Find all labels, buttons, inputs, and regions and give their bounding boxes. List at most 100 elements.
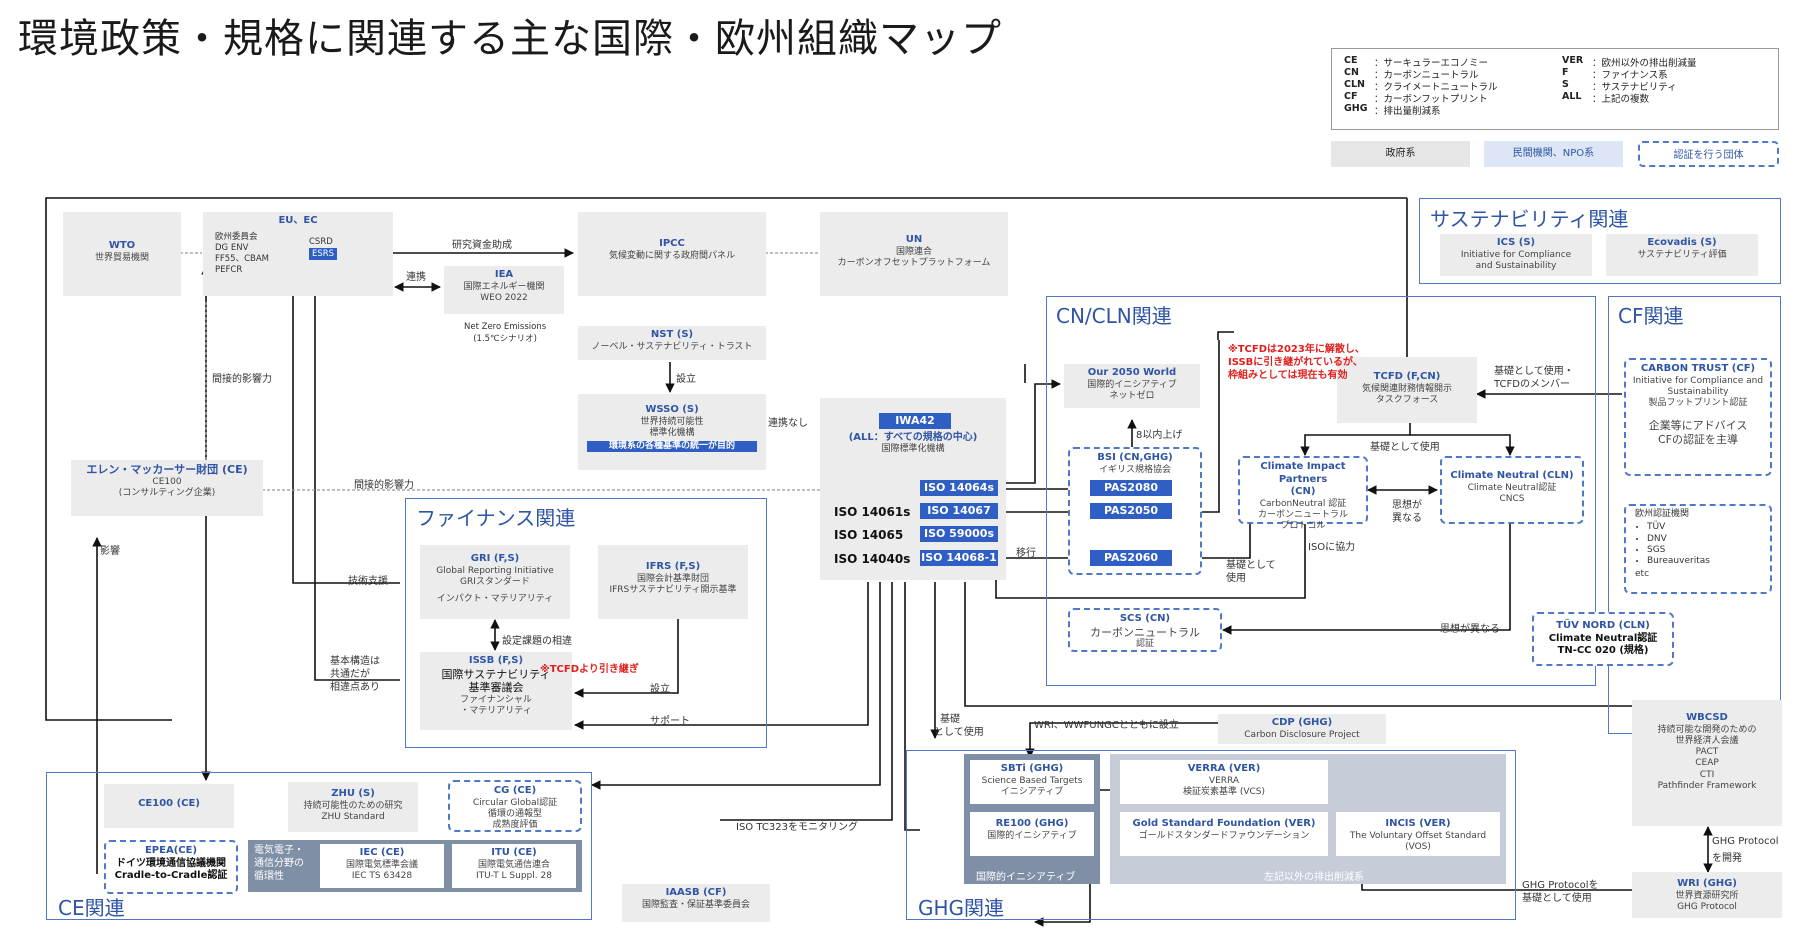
label-indirect1: 間接的影響力 <box>212 374 272 385</box>
node-scs[interactable]: SCS (CN) カーボンニュートラル 認証 <box>1068 608 1222 652</box>
tag-iso14064[interactable]: ISO 14064s <box>920 480 998 496</box>
node-un[interactable]: UN 国際連合 カーボンオフセットプラットフォーム <box>820 212 1008 296</box>
node-tcfd[interactable]: TCFD (F,CN) 気候関連財務情報開示 タスクフォース <box>1337 357 1477 423</box>
node-ce100[interactable]: CE100 (CE) <box>104 784 234 828</box>
label-ghgp3: GHG Protocolを <box>1522 880 1599 891</box>
label-tc323: ISO TC323をモニタリング <box>736 822 858 833</box>
node-carbon-trust[interactable]: CARBON TRUST (CF) Initiative for Complia… <box>1624 358 1772 476</box>
label-wri-wwf: WRI、WWFUNGCとともに設立 <box>1034 720 1179 731</box>
label-shisou3: 思想が異なる <box>1440 624 1500 635</box>
node-circular-global[interactable]: CG (CE) Circular Global認証 循環の通報型 成熟度評価 <box>448 780 582 832</box>
label-red-tcfd3: 枠組みとしては現在も有効 <box>1228 370 1348 381</box>
node-our2050[interactable]: Our 2050 World 国際的イニシアティブ ネットゼロ <box>1064 364 1200 408</box>
tag-iwa42[interactable]: IWA42 <box>879 413 951 429</box>
node-iaasb[interactable]: IAASB (CF) 国際監査・保証基準委員会 <box>622 884 770 922</box>
region-cn-title: CN/CLN関連 <box>1056 304 1172 328</box>
label-red-tcfd1: ※TCFDは2023年に解散し、 <box>1228 344 1365 355</box>
node-ellen-macarthur[interactable]: エレン・マッカーサー財団 (CE) CE100 (コンサルティング企業) <box>71 460 263 516</box>
node-iec[interactable]: IEC (CE) 国際電気標準会議 IEC TS 63428 <box>320 844 444 888</box>
label-support: サポート <box>650 716 690 727</box>
node-nst[interactable]: NST (S) ノーベル・サステナビリティ・トラスト <box>578 326 766 360</box>
node-issb[interactable]: ISSB (F,S) 国際サステナビリティ 基準審議会 ファイナンシャル ・マテ… <box>420 652 572 730</box>
node-gold-standard[interactable]: Gold Standard Foundation (VER) ゴールドスタンダー… <box>1120 812 1328 856</box>
node-cdp[interactable]: CDP (GHG) Carbon Disclosure Project <box>1218 714 1386 744</box>
label-kiso-use2: として使用 <box>934 727 984 738</box>
label-research: 研究資金助成 <box>452 240 512 251</box>
legend-item: ALL：上記の複数 <box>1562 91 1650 105</box>
node-incis[interactable]: INCIS (VER) The Voluntary Offset Standar… <box>1336 812 1500 856</box>
tag-pas2050[interactable]: PAS2050 <box>1090 503 1172 519</box>
tag-iso14068[interactable]: ISO 14068-1 <box>920 550 998 566</box>
tag-pas2080[interactable]: PAS2080 <box>1090 480 1172 496</box>
node-wsso[interactable]: WSSO (S) 世界持続可能性 標準化機構 環境系の各種基準の統一が目的 <box>578 394 766 470</box>
label-setsuritsu1: 設立 <box>676 374 696 385</box>
legend-item: S：サステナビリティ <box>1562 79 1677 93</box>
region-cn <box>1046 296 1596 686</box>
legend-item: CN：カーボンニュートラル <box>1344 67 1479 81</box>
legend-key-private: 民間機関、NPO系 <box>1484 141 1623 167</box>
region-finance <box>405 498 767 748</box>
node-ifrs[interactable]: IFRS (F,S) 国際会計基準財団 IFRSサステナビリティ開示基準 <box>598 545 748 619</box>
node-epea[interactable]: EPEA(CE) ドイツ環境通信協議機関 Cradle-to-Cradle認証 <box>104 840 238 894</box>
node-eu[interactable]: EU、EC 欧州委員会 DG ENV FF55、CBAM PEFCR CSRD … <box>203 212 393 296</box>
label-shisou2: 異なる <box>1392 513 1422 524</box>
tag-iso59000[interactable]: ISO 59000s <box>920 526 998 542</box>
node-ecovadis[interactable]: Ecovadis (S) サステナビリティ評価 <box>1606 234 1758 276</box>
node-ics[interactable]: ICS (S) Initiative for Compliance and Su… <box>1440 234 1592 276</box>
ghg-band-other-label: 左記以外の排出削減系 <box>1264 872 1364 883</box>
label-ghgp1: GHG Protocol <box>1712 836 1779 847</box>
node-cert-list[interactable]: 欧州認証機関 TÜV DNV SGS Bureauveritas etc <box>1624 504 1772 594</box>
label-kiso-use: 基礎 <box>940 714 960 725</box>
label-kihon1: 基本構造は <box>330 656 380 667</box>
node-re100[interactable]: RE100 (GHG) 国際的イニシアティブ <box>970 812 1094 856</box>
label-kihon2: 共通だが <box>330 669 370 680</box>
label-kiso-member2: TCFDのメンバー <box>1494 379 1570 390</box>
label-ghgp4: 基礎として使用 <box>1522 893 1592 904</box>
region-cf-title: CF関連 <box>1618 304 1684 328</box>
region-ce-title: CE関連 <box>58 896 125 920</box>
region-sustainability-title: サステナビリティ関連 <box>1430 207 1629 231</box>
label-kiso-shiyou: 基礎として <box>1226 560 1276 571</box>
region-finance-title: ファイナンス関連 <box>416 506 576 530</box>
tag-iso14067[interactable]: ISO 14067 <box>920 503 998 519</box>
page-title: 環境政策・規格に関連する主な国際・欧州組織マップ <box>18 16 1002 62</box>
node-gri[interactable]: GRI (F,S) Global Reporting Initiative GR… <box>420 545 570 619</box>
tag-pas2060[interactable]: PAS2060 <box>1090 550 1172 566</box>
node-ipcc[interactable]: IPCC 気候変動に関する政府間パネル <box>578 212 766 296</box>
label-iso-kyouryoku: ISOに協力 <box>1308 542 1356 553</box>
label-renkeinashi: 連携なし <box>768 418 808 429</box>
legend-item: GHG：排出量削減系 <box>1344 103 1441 117</box>
node-itu[interactable]: ITU (CE) 国際電気通信連合 ITU-T L Suppl. 28 <box>452 844 576 888</box>
label-eikyou: 影響 <box>100 546 120 557</box>
label-kiso-as-use: 基礎として使用 <box>1370 442 1440 453</box>
legend-item: CLN：クライメートニュートラル <box>1344 79 1498 93</box>
legend-item: VER：欧州以外の排出削減量 <box>1562 55 1697 69</box>
iso14040-label: ISO 14040s <box>834 552 911 566</box>
node-zhu[interactable]: ZHU (S) 持続可能性のための研究 ZHU Standard <box>288 782 418 832</box>
iso14065-label: ISO 14065 <box>834 528 904 542</box>
ghg-band-intl-label: 国際的イニシアティブ <box>976 872 1076 883</box>
node-iea[interactable]: IEA 国際エネルギー機関 WEO 2022 <box>444 266 564 314</box>
region-ghg-title: GHG関連 <box>918 896 1005 920</box>
node-sbti[interactable]: SBTi (GHG) Science Based Targets イニシアティブ <box>970 760 1094 804</box>
region-ghg <box>906 750 1516 920</box>
label-kiso-member1: 基礎として使用・ <box>1494 366 1574 377</box>
legend-item: CE：サーキュラーエコノミー <box>1344 55 1489 69</box>
region-sustainability <box>1419 198 1781 284</box>
node-climate-neutral[interactable]: Climate Neutral (CLN) Climate Neutral認証 … <box>1440 456 1584 524</box>
label-kiso-shiyou2: 使用 <box>1226 573 1246 584</box>
legend-item: F：ファイナンス系 <box>1562 67 1668 81</box>
region-ce <box>46 772 592 920</box>
node-wto[interactable]: WTO 世界貿易機関 <box>63 212 181 296</box>
node-climate-impact-partners[interactable]: Climate Impact Partners (CN) CarbonNeutr… <box>1238 456 1368 531</box>
label-renkei: 連携 <box>406 272 426 283</box>
node-wri[interactable]: WRI (GHG) 世界資源研究所 GHG Protocol <box>1632 872 1782 918</box>
node-tuv-nord[interactable]: TÜV NORD (CLN) Climate Neutral認証 TN-CC 0… <box>1532 612 1674 666</box>
label-ikou: 移行 <box>1016 548 1036 559</box>
node-wbcsd[interactable]: WBCSD 持続可能な開発のための 世界経済人会議 PACT CEAP CTI … <box>1632 700 1782 826</box>
label-red-tcfd2: ISSBに引き継がれているが、 <box>1228 357 1363 368</box>
iso14061-label: ISO 14061s <box>834 505 911 519</box>
legend-item: CF：カーボンフットプリント <box>1344 91 1488 105</box>
label-moshiage: 8以内上げ <box>1136 430 1183 441</box>
node-verra[interactable]: VERRA (VER) VERRA 検証炭素基準 (VCS) <box>1120 760 1328 804</box>
